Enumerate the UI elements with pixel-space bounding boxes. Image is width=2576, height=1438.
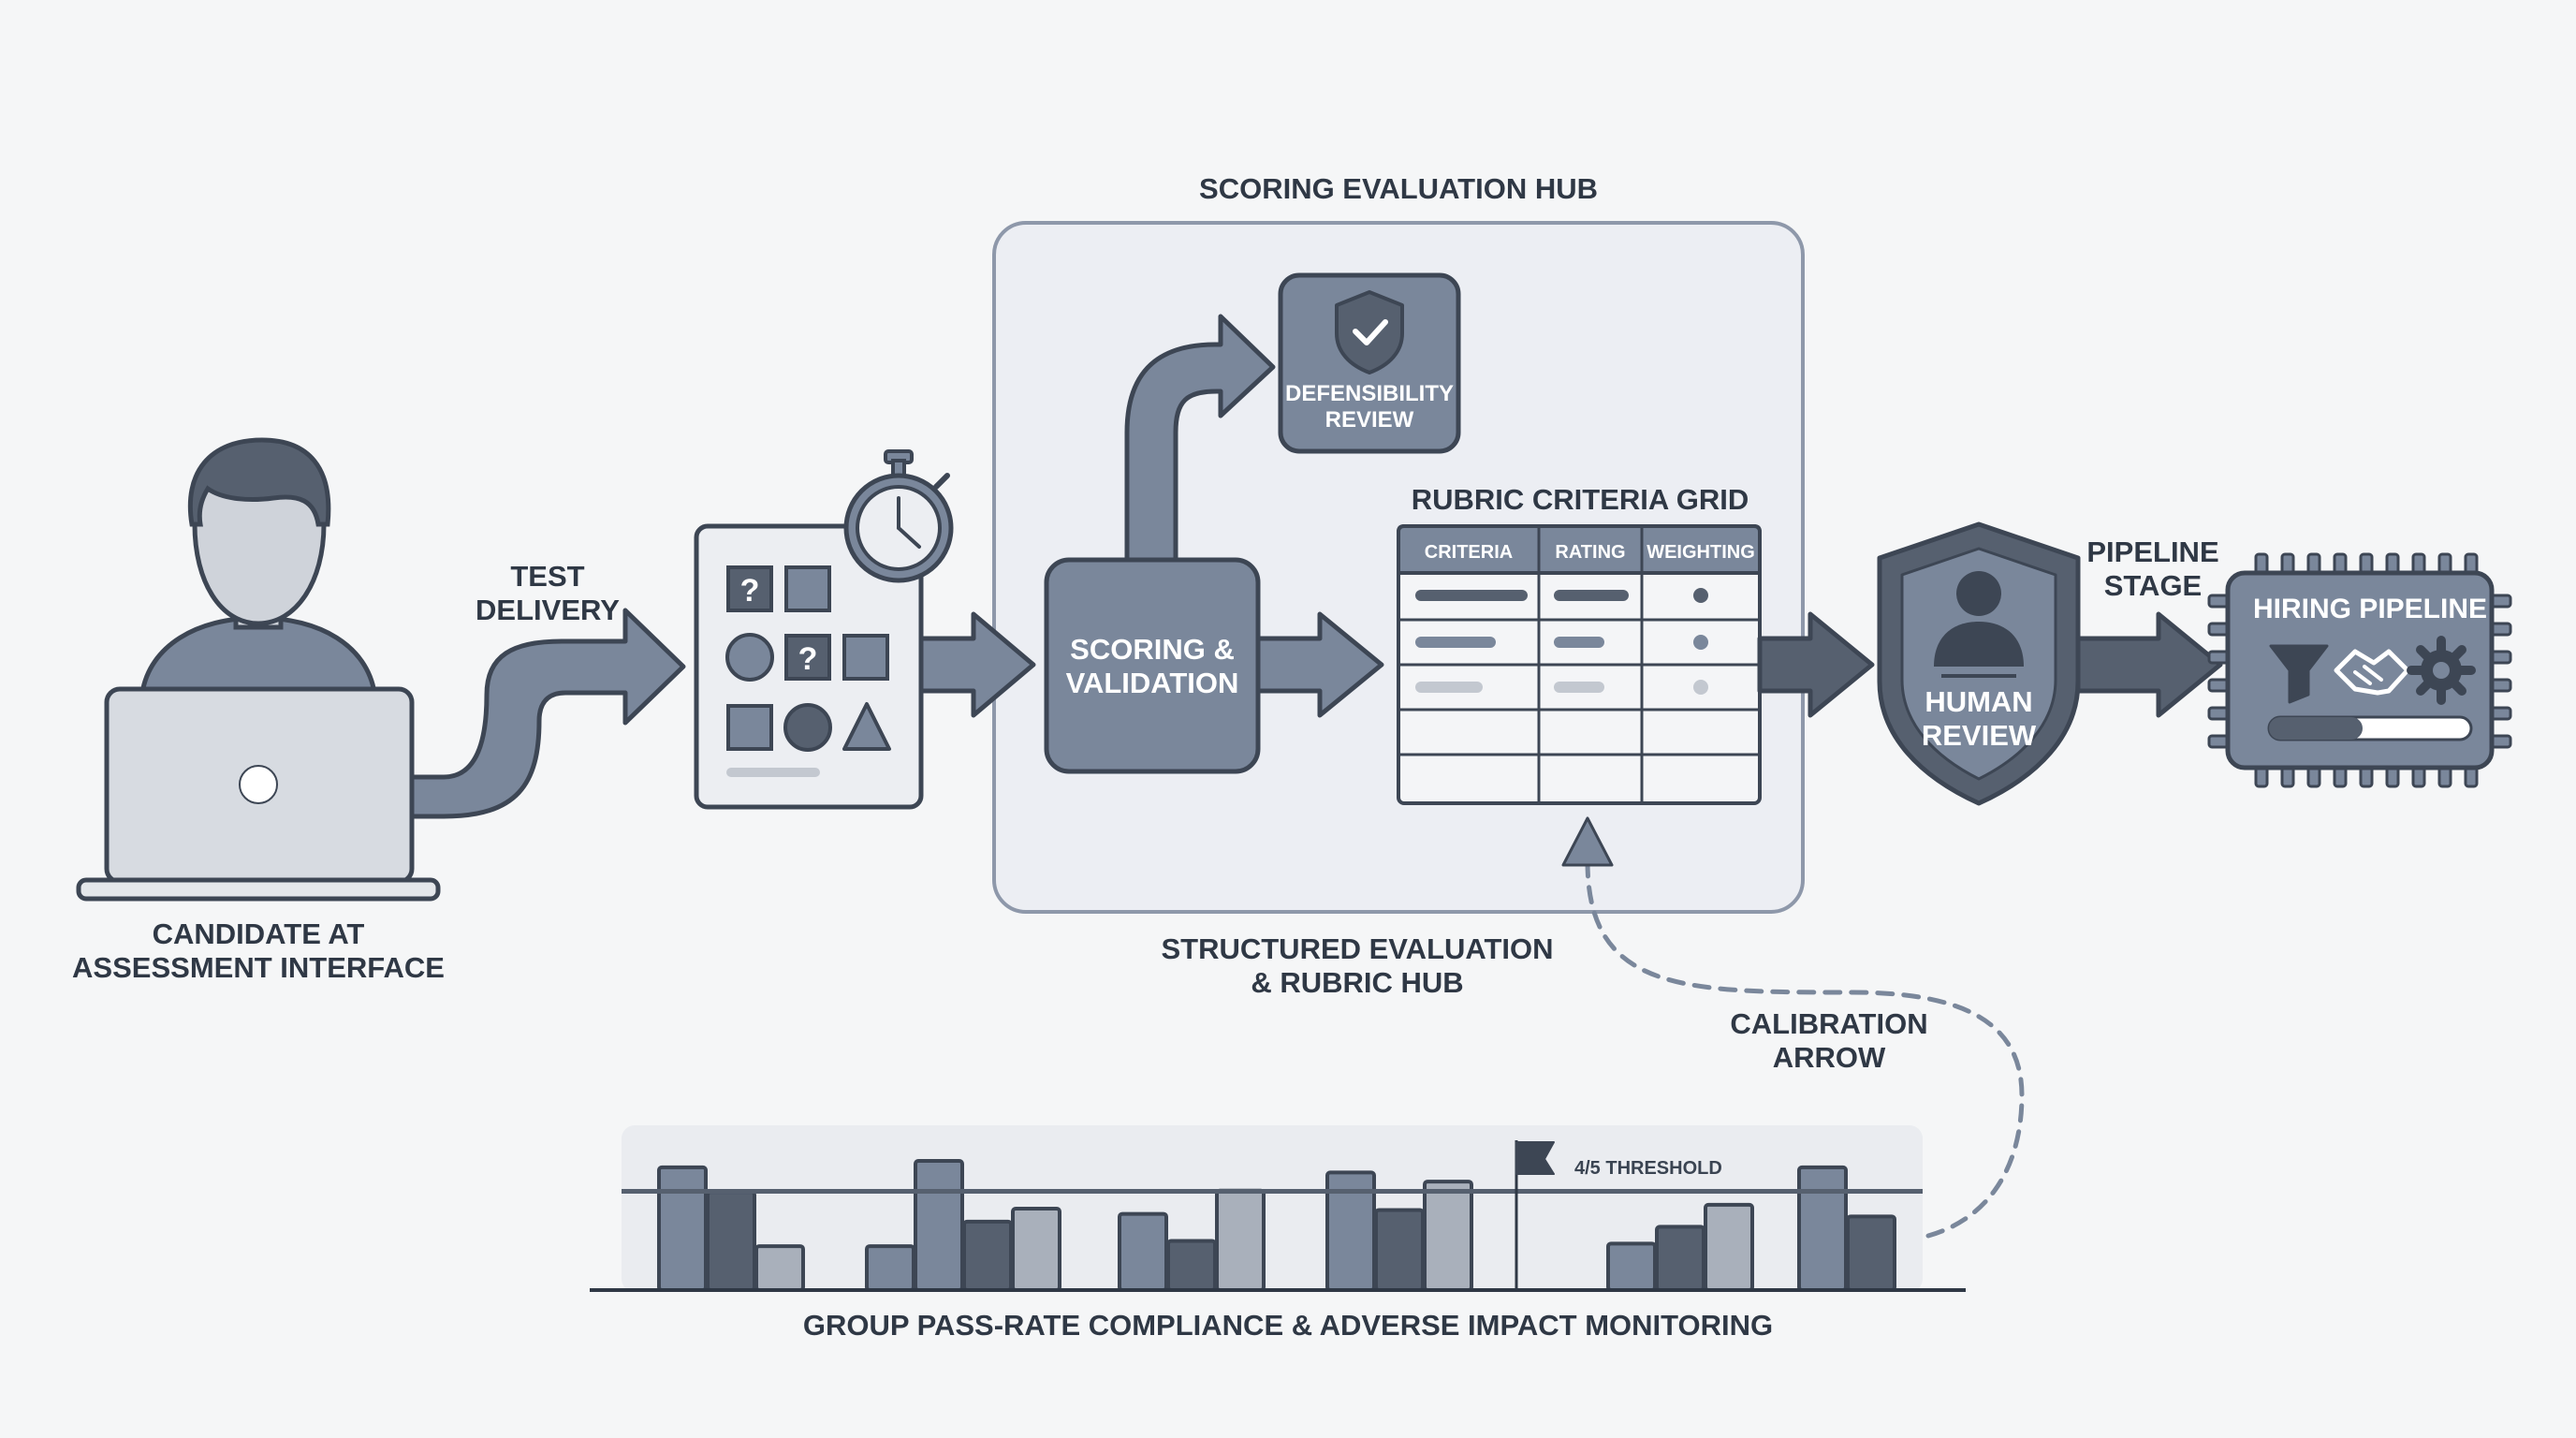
bar-group3-bar3 — [1215, 1188, 1266, 1292]
pipeline-stage-label-line2: STAGE — [2104, 569, 2203, 602]
bar-group5-bar3 — [1704, 1202, 1754, 1293]
scoring-label-line2: VALIDATION — [1066, 667, 1239, 699]
shield-person-icon — [1877, 521, 2081, 806]
rubric-title: RUBRIC CRITERIA GRID — [1412, 483, 1749, 516]
threshold-label: 4/5 THRESHOLD — [1574, 1158, 1722, 1179]
bar-group1-bar2 — [706, 1190, 756, 1292]
candidate-label-line1: CANDIDATE AT — [153, 917, 365, 950]
bar-group6-bar1 — [1797, 1165, 1848, 1293]
scoring-to-defensibility-arrow — [1124, 314, 1276, 563]
bar-group4-bar3 — [1423, 1180, 1473, 1292]
defensibility-label-line2: REVIEW — [1325, 407, 1414, 433]
calibration-arrow-head — [1561, 816, 1614, 867]
scoring-validation-box — [1044, 557, 1261, 774]
pipeline-stage-label-line1: PIPELINE — [2086, 536, 2218, 568]
structured-label-line1: STRUCTURED EVALUATION — [1161, 932, 1553, 965]
bar-group1-bar1 — [657, 1165, 708, 1293]
bar-group1-bar3 — [754, 1244, 805, 1292]
candidate-label-line2: ASSESSMENT INTERFACE — [72, 951, 445, 984]
defensibility-label-line1: DEFENSIBILITY — [1285, 381, 1454, 406]
bar-group2-bar3 — [962, 1219, 1013, 1292]
monitoring-label: GROUP PASS-RATE COMPLIANCE & ADVERSE IMP… — [803, 1309, 1773, 1342]
bar-group2-bar2 — [914, 1159, 964, 1292]
calibration-label-line2: ARROW — [1773, 1041, 1886, 1074]
bar-group2-bar1 — [865, 1244, 915, 1292]
scoring-label-line1: SCORING & — [1070, 633, 1235, 666]
flag-icon — [1515, 1140, 1555, 1290]
calibration-arrow — [1585, 858, 2025, 1239]
test-delivery-label-line2: DELIVERY — [476, 594, 620, 626]
monitoring-bars — [657, 1159, 1896, 1293]
human-label-line1: HUMAN — [1925, 685, 2032, 718]
col-weighting: WEIGHTING — [1647, 542, 1755, 563]
test-delivery-arrow — [409, 608, 686, 819]
stopwatch-icon — [843, 449, 954, 583]
hiring-pipeline-label: HIRING PIPELINE — [2253, 594, 2487, 624]
col-criteria: CRITERIA — [1425, 542, 1513, 563]
svg-text:?: ? — [740, 573, 760, 609]
rubric-to-human-arrow — [1757, 611, 1875, 718]
person-at-laptop-icon — [76, 437, 441, 902]
bar-group4-bar2 — [1374, 1208, 1425, 1292]
hub-title: SCORING EVALUATION HUB — [1199, 172, 1598, 205]
human-label-line2: REVIEW — [1922, 719, 2037, 752]
svg-text:?: ? — [798, 641, 818, 677]
bar-group3-bar2 — [1166, 1239, 1217, 1293]
pipeline-stage-arrow — [2075, 611, 2223, 718]
scoring-to-rubric-arrow — [1255, 611, 1384, 718]
structured-label-line2: & RUBRIC HUB — [1251, 966, 1463, 999]
col-rating: RATING — [1555, 542, 1625, 563]
bar-group2-bar4 — [1011, 1207, 1061, 1293]
bar-group3-bar1 — [1118, 1211, 1168, 1292]
rubric-criteria-grid — [1397, 524, 1762, 805]
bar-group5-bar2 — [1655, 1225, 1705, 1293]
chip-funnel-handshake-gear-icon — [2207, 552, 2512, 788]
calibration-label-line1: CALIBRATION — [1730, 1007, 1927, 1040]
bar-group5-bar1 — [1606, 1241, 1657, 1292]
bar-group6-bar2 — [1846, 1214, 1896, 1292]
shield-check-icon — [1335, 290, 1404, 374]
sheet-to-scoring-arrow — [918, 611, 1036, 718]
test-delivery-label-line1: TEST — [510, 560, 584, 593]
